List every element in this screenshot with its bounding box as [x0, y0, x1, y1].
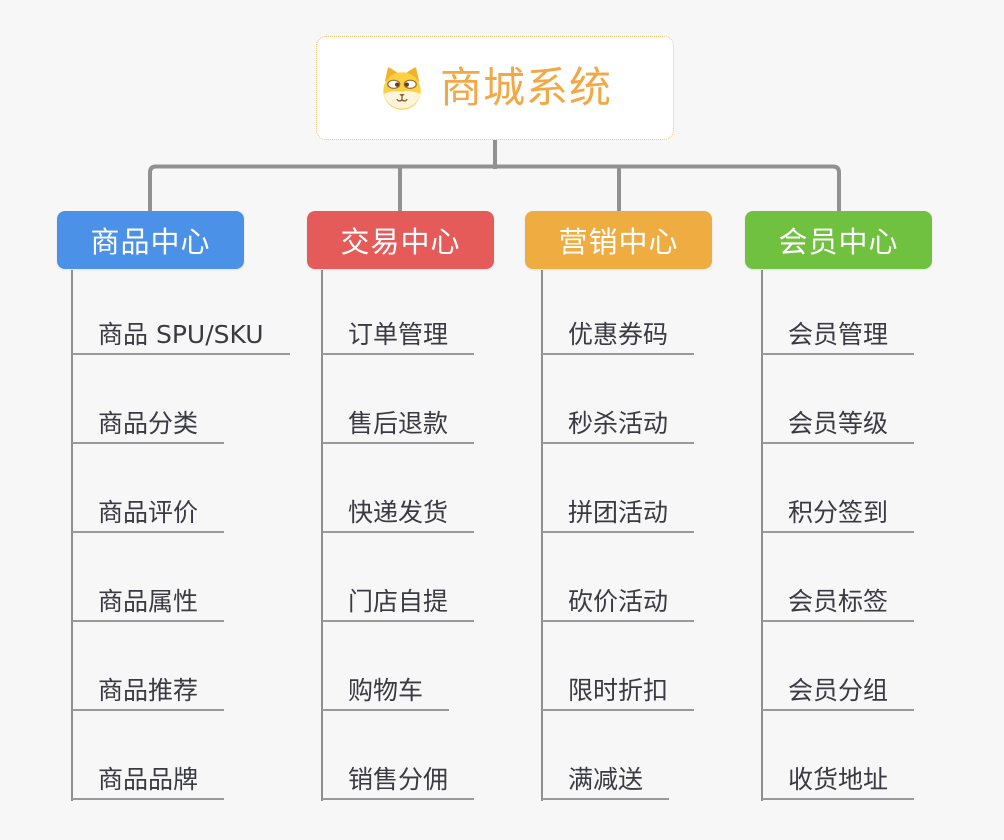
branch-topic-label: 会员中心 [778, 225, 899, 259]
subtopic[interactable]: 砍价活动 [542, 586, 695, 622]
subtopic[interactable]: 商品分类 [72, 408, 225, 444]
branch-topic-label: 交易中心 [340, 225, 461, 259]
subtopic[interactable]: 商品 SPU/SKU [72, 319, 290, 355]
subtopic[interactable]: 会员标签 [762, 586, 915, 622]
subtopic[interactable]: 限时折扣 [542, 675, 695, 711]
subtopic[interactable]: 会员等级 [762, 408, 915, 444]
subtopic[interactable]: 会员管理 [762, 319, 915, 355]
root-topic[interactable]: 商城系统 [316, 36, 674, 140]
subtopic-column-trade: 订单管理 售后退款 快递发货 门店自提 购物车 销售分佣 [322, 319, 572, 809]
root-topic-title: 商城系统 [439, 63, 612, 112]
subtopic[interactable]: 购物车 [322, 675, 450, 711]
branch-topic-label: 营销中心 [558, 225, 679, 259]
subtopic[interactable]: 售后退款 [322, 408, 475, 444]
subtopic[interactable]: 销售分佣 [322, 764, 475, 800]
subtopic-column-marketing: 优惠券码 秒杀活动 拼团活动 砍价活动 限时折扣 满减送 [542, 319, 792, 809]
subtopic[interactable]: 会员分组 [762, 675, 915, 711]
subtopic[interactable]: 门店自提 [322, 586, 475, 622]
subtopic[interactable]: 优惠券码 [542, 319, 695, 355]
subtopic[interactable]: 商品品牌 [72, 764, 225, 800]
subtopic[interactable]: 快递发货 [322, 497, 475, 533]
branch-topic-marketing-center[interactable]: 营销中心 [525, 211, 712, 269]
subtopic[interactable]: 订单管理 [322, 319, 475, 355]
subtopic[interactable]: 拼团活动 [542, 497, 695, 533]
dog-face-icon [378, 64, 426, 112]
branch-topic-trade-center[interactable]: 交易中心 [307, 211, 494, 269]
subtopic[interactable]: 积分签到 [762, 497, 915, 533]
subtopic[interactable]: 满减送 [542, 764, 670, 800]
subtopic-column-member: 会员管理 会员等级 积分签到 会员标签 会员分组 收货地址 [762, 319, 1004, 809]
branch-topic-product-center[interactable]: 商品中心 [57, 211, 244, 269]
subtopic[interactable]: 收货地址 [762, 764, 915, 800]
subtopic[interactable]: 秒杀活动 [542, 408, 695, 444]
branch-topic-label: 商品中心 [90, 225, 211, 259]
subtopic[interactable]: 商品推荐 [72, 675, 225, 711]
subtopic-column-product: 商品 SPU/SKU 商品分类 商品评价 商品属性 商品推荐 商品品牌 [72, 319, 322, 809]
branch-topic-member-center[interactable]: 会员中心 [745, 211, 932, 269]
subtopic[interactable]: 商品属性 [72, 586, 225, 622]
subtopic[interactable]: 商品评价 [72, 497, 225, 533]
